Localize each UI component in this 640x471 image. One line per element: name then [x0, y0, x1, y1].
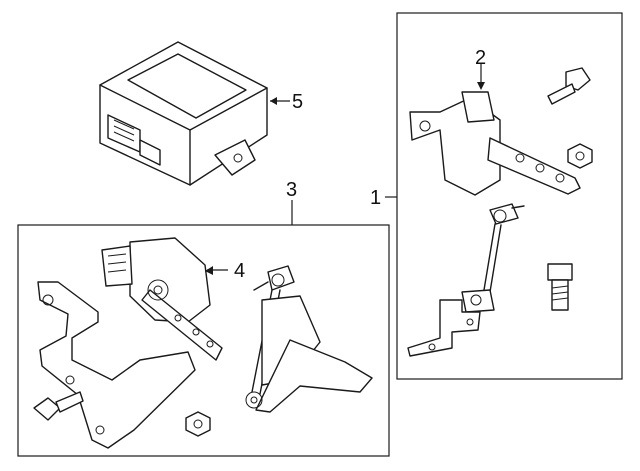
link-rod-group-1: [461, 203, 525, 313]
nut-group-1: [567, 143, 593, 169]
callout-5: 5: [292, 91, 303, 113]
bolt-group-3: [33, 391, 84, 421]
bracket-group-1: [407, 299, 481, 357]
arrowhead-5: [270, 97, 277, 105]
bolt-bottom: [547, 263, 573, 311]
arrowhead-2: [477, 82, 485, 90]
arrowhead-4: [205, 266, 213, 275]
callout-2: 2: [475, 47, 486, 69]
bracket-group-3: [37, 281, 196, 449]
group-1-frame: [396, 12, 623, 380]
sensor-part-2: [409, 91, 581, 196]
control-module-part-5: [99, 41, 268, 186]
group-3-frame: [17, 224, 390, 457]
callout-1: 1: [370, 187, 381, 209]
callout-3: 3: [286, 179, 297, 201]
bolt-top: [547, 67, 591, 105]
link-rod-group-3: [245, 265, 373, 413]
nut-group-3: [185, 411, 211, 437]
callout-4: 4: [234, 260, 245, 282]
sensor-part-4: [101, 237, 223, 361]
